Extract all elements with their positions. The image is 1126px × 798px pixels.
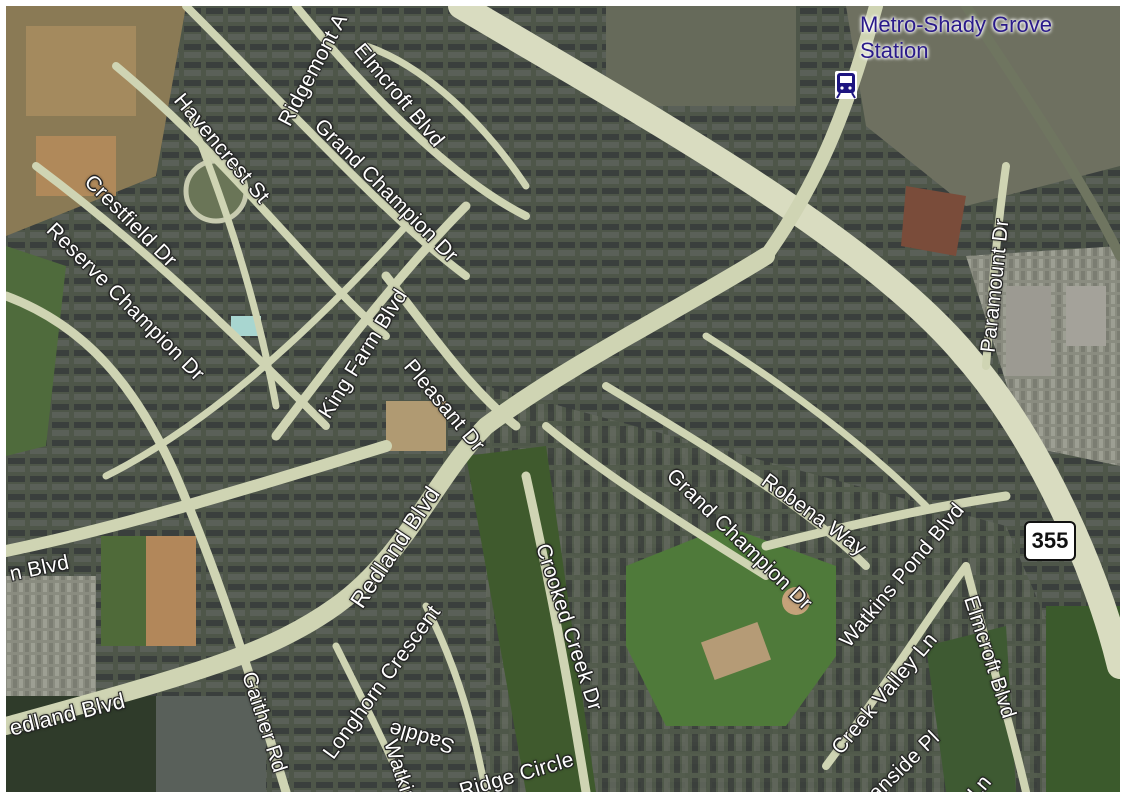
metro-station-label[interactable]: Metro-Shady Grove Station [860,12,1052,64]
metro-train-icon[interactable] [834,70,858,100]
route-number: 355 [1031,528,1069,553]
station-name-line1: Metro-Shady Grove [860,12,1052,37]
highway-shield-icon: 355 [1024,521,1076,561]
map-imagery [6,6,1120,792]
satellite-map[interactable]: Ridgemont A Elmcroft Blvd Havencrest St … [6,6,1120,792]
station-name-line2: Station [860,38,929,63]
